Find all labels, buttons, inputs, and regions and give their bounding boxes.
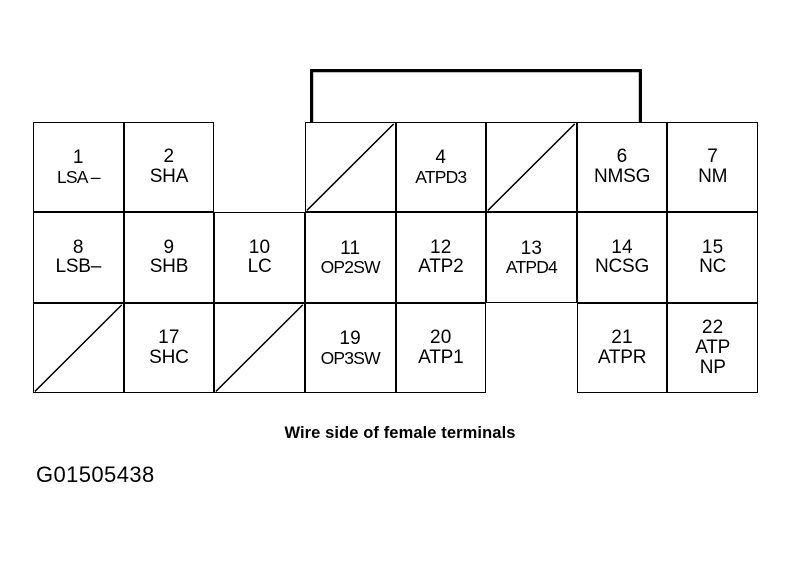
terminal-pin-number: 19 — [339, 327, 361, 349]
terminal-pin-number: 8 — [72, 236, 84, 258]
terminal-pin-label: SHB — [149, 256, 189, 278]
terminal-pin-number: 14 — [611, 236, 633, 258]
terminal-pin-label: SHA — [149, 166, 189, 188]
terminal-pin-number: 9 — [163, 236, 175, 258]
terminal-pin-number: 20 — [430, 327, 452, 349]
terminal-pin-label: OP2SW — [320, 257, 381, 278]
terminal-pin-number: 1 — [72, 147, 84, 169]
terminal-pin-label: ATP2 — [418, 256, 464, 278]
terminal-pin-label: ATPD4 — [505, 257, 558, 278]
terminal-pin-label: NCSG — [595, 256, 650, 278]
terminal-cell-blanked — [33, 302, 124, 393]
unused-terminal-slash-icon — [215, 304, 304, 392]
terminal-pin-label: NC — [699, 256, 727, 278]
terminal-pin-number: 13 — [520, 237, 543, 259]
terminal-cell-blanked — [486, 122, 577, 213]
unused-terminal-slash-icon — [306, 123, 395, 211]
terminal-pin-label: OP3SW — [320, 347, 381, 368]
unused-terminal-slash-icon — [34, 304, 123, 392]
unused-terminal-slash-icon — [487, 123, 576, 211]
terminal-pin-label: LSB– — [55, 256, 102, 278]
terminal-pin-number: 11 — [340, 237, 361, 259]
terminal-pin-number: 2 — [163, 146, 175, 168]
terminal-pin-label-line2: NP — [699, 356, 726, 378]
terminal-pin-label: NM — [698, 166, 728, 188]
terminal-pin-label: LSA – — [56, 166, 101, 187]
terminal-pin-label: ATP1 — [418, 346, 464, 368]
diagram-caption: Wire side of female terminals — [284, 424, 516, 442]
terminal-pin-number: 12 — [430, 236, 452, 258]
terminal-pin-label: ATPR — [597, 346, 647, 368]
terminal-pin-number: 15 — [701, 236, 724, 258]
terminal-pin-number: 22 — [701, 317, 724, 339]
terminal-pin-label: ATP — [695, 336, 731, 358]
terminal-pin-number: 7 — [707, 146, 719, 168]
terminal-pin-number: 21 — [611, 327, 633, 349]
terminal-pin-label: SHC — [149, 346, 189, 368]
terminal-pin-number: 17 — [158, 327, 180, 349]
terminal-cell-blanked — [304, 122, 396, 213]
terminal-cell-blanked — [214, 302, 305, 393]
terminal-pin-label: NMSG — [593, 166, 651, 188]
connector-shroud-bracket — [310, 69, 642, 124]
terminal-pin-number: 4 — [435, 147, 447, 169]
terminal-pin-label: LC — [247, 256, 272, 278]
figure-id-label: G01505438 — [36, 462, 155, 487]
terminal-pin-number: 10 — [248, 236, 271, 258]
terminal-pin-number: 6 — [616, 146, 628, 168]
terminal-pin-label: ATPD3 — [415, 166, 467, 187]
